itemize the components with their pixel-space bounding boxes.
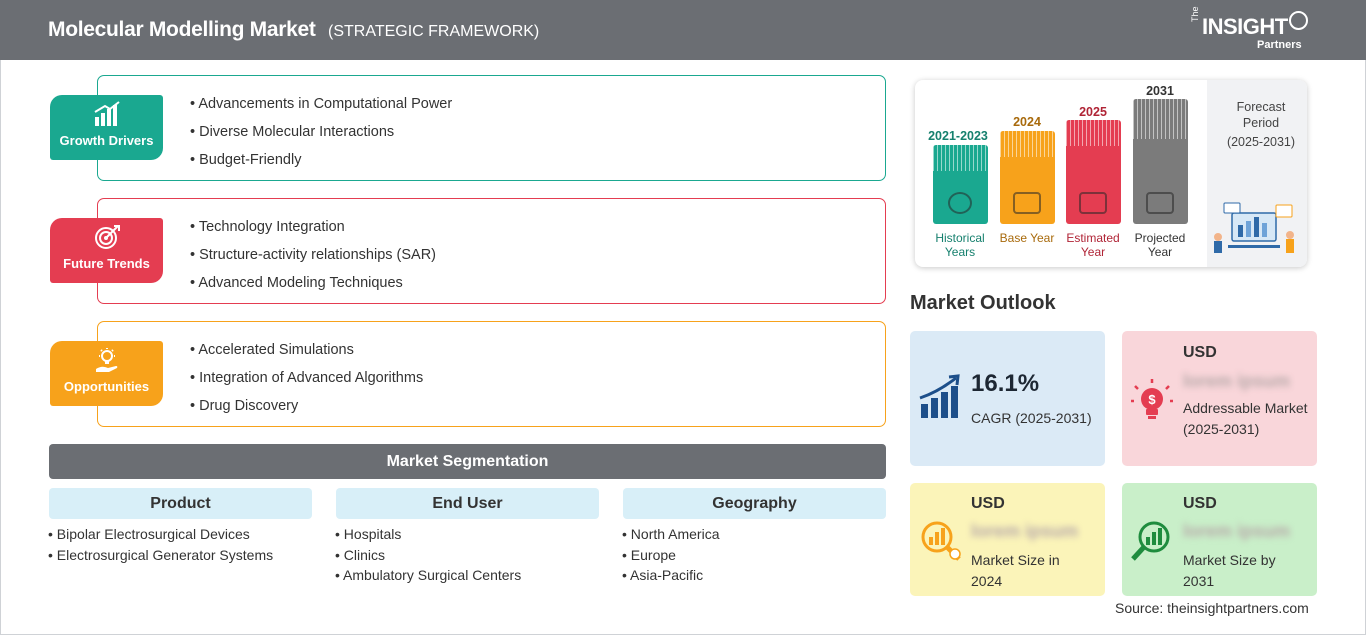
growth-drivers-list: • Advancements in Computational Power • … xyxy=(190,90,452,174)
year-projected: 2031 xyxy=(1146,84,1174,98)
logo-the-text: The xyxy=(1190,6,1200,22)
caption-base: Base Year xyxy=(999,231,1055,245)
list-item: • Asia-Pacific xyxy=(622,567,704,583)
future-trends-label: Future Trends xyxy=(63,256,150,271)
segment-list-product: • Bipolar Electrosurgical Devices • Elec… xyxy=(48,524,273,565)
magnifier-chart-icon xyxy=(917,517,965,570)
list-item: • Hospitals xyxy=(335,526,402,542)
segment-head-end-user: End User xyxy=(336,488,599,519)
calendar-icon xyxy=(1013,192,1041,214)
caption-historical: Historical Years xyxy=(935,231,985,259)
segment-head-geography: Geography xyxy=(623,488,886,519)
lightbulb-hand-icon xyxy=(50,347,163,373)
size-2024-label: Market Size in 2024 xyxy=(971,552,1060,589)
segment-list-geography: • North America • Europe • Asia-Pacific xyxy=(622,524,720,586)
list-item: • North America xyxy=(622,526,720,542)
year-estimated: 2025 xyxy=(1079,105,1107,119)
presentation-board-icon xyxy=(1146,192,1174,214)
list-item: • Advancements in Computational Power xyxy=(190,96,453,112)
size-2031-label: Market Size by 2031 xyxy=(1183,552,1276,589)
caption-projected: Projected Year xyxy=(1134,231,1186,259)
page-title: Molecular Modelling Market xyxy=(48,18,316,41)
growth-drivers-label: Growth Drivers xyxy=(59,133,154,148)
bar-estimated xyxy=(1066,120,1121,224)
forecast-period-text: Forecast Period (2025-2031) xyxy=(1216,99,1306,150)
future-trends-box xyxy=(97,198,886,304)
opportunities-label: Opportunities xyxy=(63,379,150,394)
opportunities-box xyxy=(97,321,886,427)
list-item: • Budget-Friendly xyxy=(190,152,302,168)
list-item: • Europe xyxy=(622,546,676,563)
segment-head-product: Product xyxy=(49,488,312,519)
page-subtitle: (STRATEGIC FRAMEWORK) xyxy=(328,23,540,40)
bar-chart-growth-icon xyxy=(50,101,163,127)
cagr-label: CAGR (2025-2031) xyxy=(971,410,1092,426)
addressable-currency: USD xyxy=(1183,344,1217,361)
market-outlook-title: Market Outlook xyxy=(910,292,1056,314)
source-text[interactable]: Source: theinsightpartners.com xyxy=(1115,600,1309,616)
list-item: • Clinics xyxy=(335,546,386,563)
list-item: • Bipolar Electrosurgical Devices xyxy=(48,526,250,542)
growth-drivers-tag: Growth Drivers xyxy=(50,95,163,160)
opportunities-list: • Accelerated Simulations • Integration … xyxy=(190,336,423,420)
history-clock-icon xyxy=(948,192,972,214)
insight-partners-logo[interactable]: The INSIGHT Partners xyxy=(1188,6,1313,54)
estimate-chart-icon xyxy=(1079,192,1107,214)
logo-main-text: INSIGHT xyxy=(1202,14,1288,39)
list-item: • Advanced Modeling Techniques xyxy=(190,275,403,291)
cagr-value: 16.1% xyxy=(971,370,1040,397)
list-item: • Ambulatory Surgical Centers xyxy=(335,567,522,583)
growth-arrow-chart-icon xyxy=(918,374,964,425)
year-base: 2024 xyxy=(1013,115,1041,129)
list-item: • Integration of Advanced Algorithms xyxy=(190,370,424,386)
forecast-range: (2025-2031) xyxy=(1226,135,1296,149)
bar-base xyxy=(1000,131,1055,224)
list-item: • Electrosurgical Generator Systems xyxy=(48,546,274,563)
opportunities-tag: Opportunities xyxy=(50,341,163,406)
segment-list-end-user: • Hospitals • Clinics • Ambulatory Surgi… xyxy=(335,524,521,586)
market-segmentation-bar: Market Segmentation xyxy=(49,444,886,479)
header-bar: Molecular Modelling Market (STRATEGIC FR… xyxy=(0,0,1366,60)
list-item: • Structure-activity relationships (SAR) xyxy=(190,247,437,263)
future-trends-tag: Future Trends xyxy=(50,218,163,283)
bar-projected xyxy=(1133,99,1188,224)
addressable-label: Addressable Market (2025-2031) xyxy=(1183,400,1308,437)
bar-historical xyxy=(933,145,988,224)
addressable-value: lorem ipsum xyxy=(1183,371,1291,391)
year-historical: 2021-2023 xyxy=(928,129,988,143)
list-item: • Drug Discovery xyxy=(190,398,299,414)
caption-estimated: Estimated Year xyxy=(1066,231,1120,259)
analytics-people-icon xyxy=(1210,199,1298,260)
size-2031-value: lorem ipsum xyxy=(1183,521,1291,541)
list-item: • Technology Integration xyxy=(190,219,345,235)
size-2024-value: lorem ipsum xyxy=(971,521,1079,541)
logo-ring-icon xyxy=(1289,11,1308,30)
future-trends-list: • Technology Integration • Structure-act… xyxy=(190,213,436,297)
list-item: • Diverse Molecular Interactions xyxy=(190,124,395,140)
forecast-label: Forecast Period xyxy=(1236,100,1286,130)
list-item: • Accelerated Simulations xyxy=(190,342,354,358)
svg-text:$: $ xyxy=(1148,392,1156,407)
target-icon xyxy=(50,224,163,250)
magnifier-chart-icon xyxy=(1128,517,1176,570)
dollar-bulb-icon: $ xyxy=(1130,377,1174,426)
size-2031-currency: USD xyxy=(1183,495,1217,512)
size-2024-currency: USD xyxy=(971,495,1005,512)
logo-partners-text: Partners xyxy=(1257,39,1302,51)
